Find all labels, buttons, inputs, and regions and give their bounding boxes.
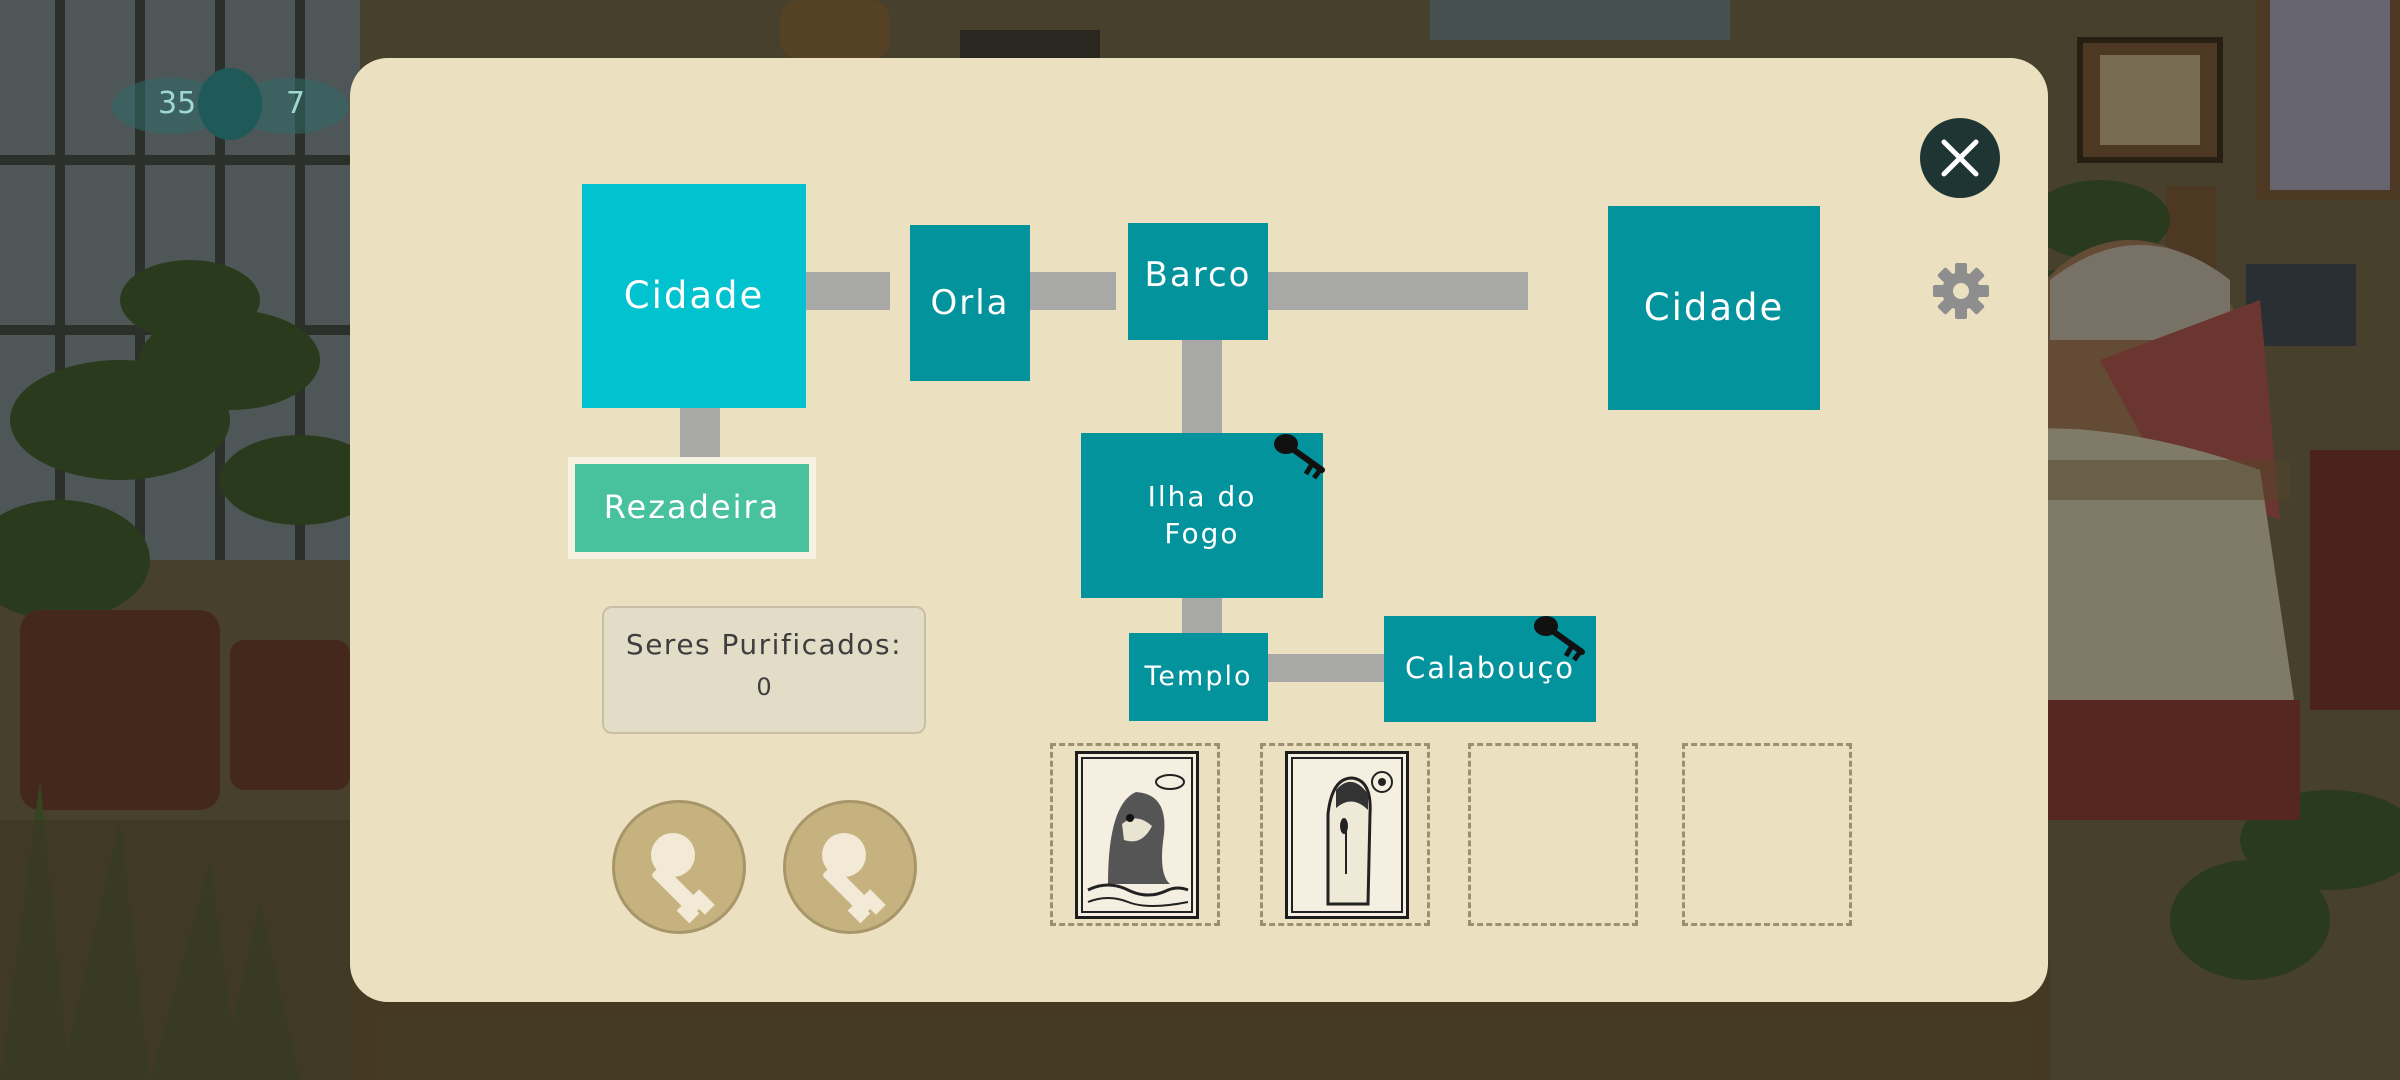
card[interactable] [1285, 751, 1409, 919]
room-rezadeira[interactable]: Rezadeira [568, 457, 816, 559]
room-cidade-current[interactable]: Cidade [582, 184, 806, 408]
room-label: Orla [930, 282, 1010, 323]
room-label: Cidade [623, 273, 765, 317]
room-label: Ilha do Fogo [1147, 480, 1257, 550]
room-barco[interactable]: Barco [1128, 223, 1268, 340]
card[interactable] [1075, 751, 1199, 919]
card-slot-empty[interactable] [1682, 743, 1852, 926]
corridor-barco-cidade [1266, 272, 1528, 310]
corridor-cidade-rezadeira [680, 404, 720, 462]
room-templo[interactable]: Templo [1129, 633, 1268, 721]
map-modal: Cidade Orla Barco Cidade Rezadeira Ilha … [350, 58, 2048, 1002]
purified-counter-panel: Seres Purificados: 0 [602, 606, 926, 734]
room-orla[interactable]: Orla [910, 225, 1030, 381]
room-label: Barco [1144, 255, 1252, 296]
card-slot[interactable] [1260, 743, 1430, 926]
purified-label: Seres Purificados: [625, 628, 903, 661]
locked-key-icon [1534, 616, 1585, 662]
room-label: Calabouço [1404, 651, 1576, 686]
key-slot [612, 800, 746, 934]
room-cidade-destination[interactable]: Cidade [1608, 206, 1820, 410]
corridor-orla-barco [1028, 272, 1116, 310]
room-label: Cidade [1643, 285, 1785, 329]
room-label: Templo [1144, 661, 1253, 693]
masked-figure-card-icon [1291, 757, 1403, 913]
corridor-templo-calabouco [1266, 654, 1386, 682]
purified-count: 0 [756, 673, 772, 701]
key-slot [783, 800, 917, 934]
corridor-cidade-orla [804, 272, 890, 310]
card-slot-empty[interactable] [1468, 743, 1638, 926]
cloud-icon [112, 68, 348, 140]
hud-counter: 35 7 [110, 66, 350, 142]
card-slot[interactable] [1050, 743, 1220, 926]
gear-icon[interactable] [1932, 262, 1990, 320]
hud-right-value: 7 [286, 86, 306, 121]
close-icon [1941, 139, 1979, 177]
locked-key-icon [1274, 434, 1325, 480]
hud-left-value: 35 [158, 86, 197, 121]
room-ilha-do-fogo[interactable]: Ilha do Fogo [1081, 433, 1323, 598]
key-icon [651, 833, 715, 924]
close-button[interactable] [1920, 118, 2000, 198]
key-icon [822, 833, 886, 924]
sea-monster-card-icon [1081, 757, 1193, 913]
room-label: Rezadeira [603, 488, 781, 527]
